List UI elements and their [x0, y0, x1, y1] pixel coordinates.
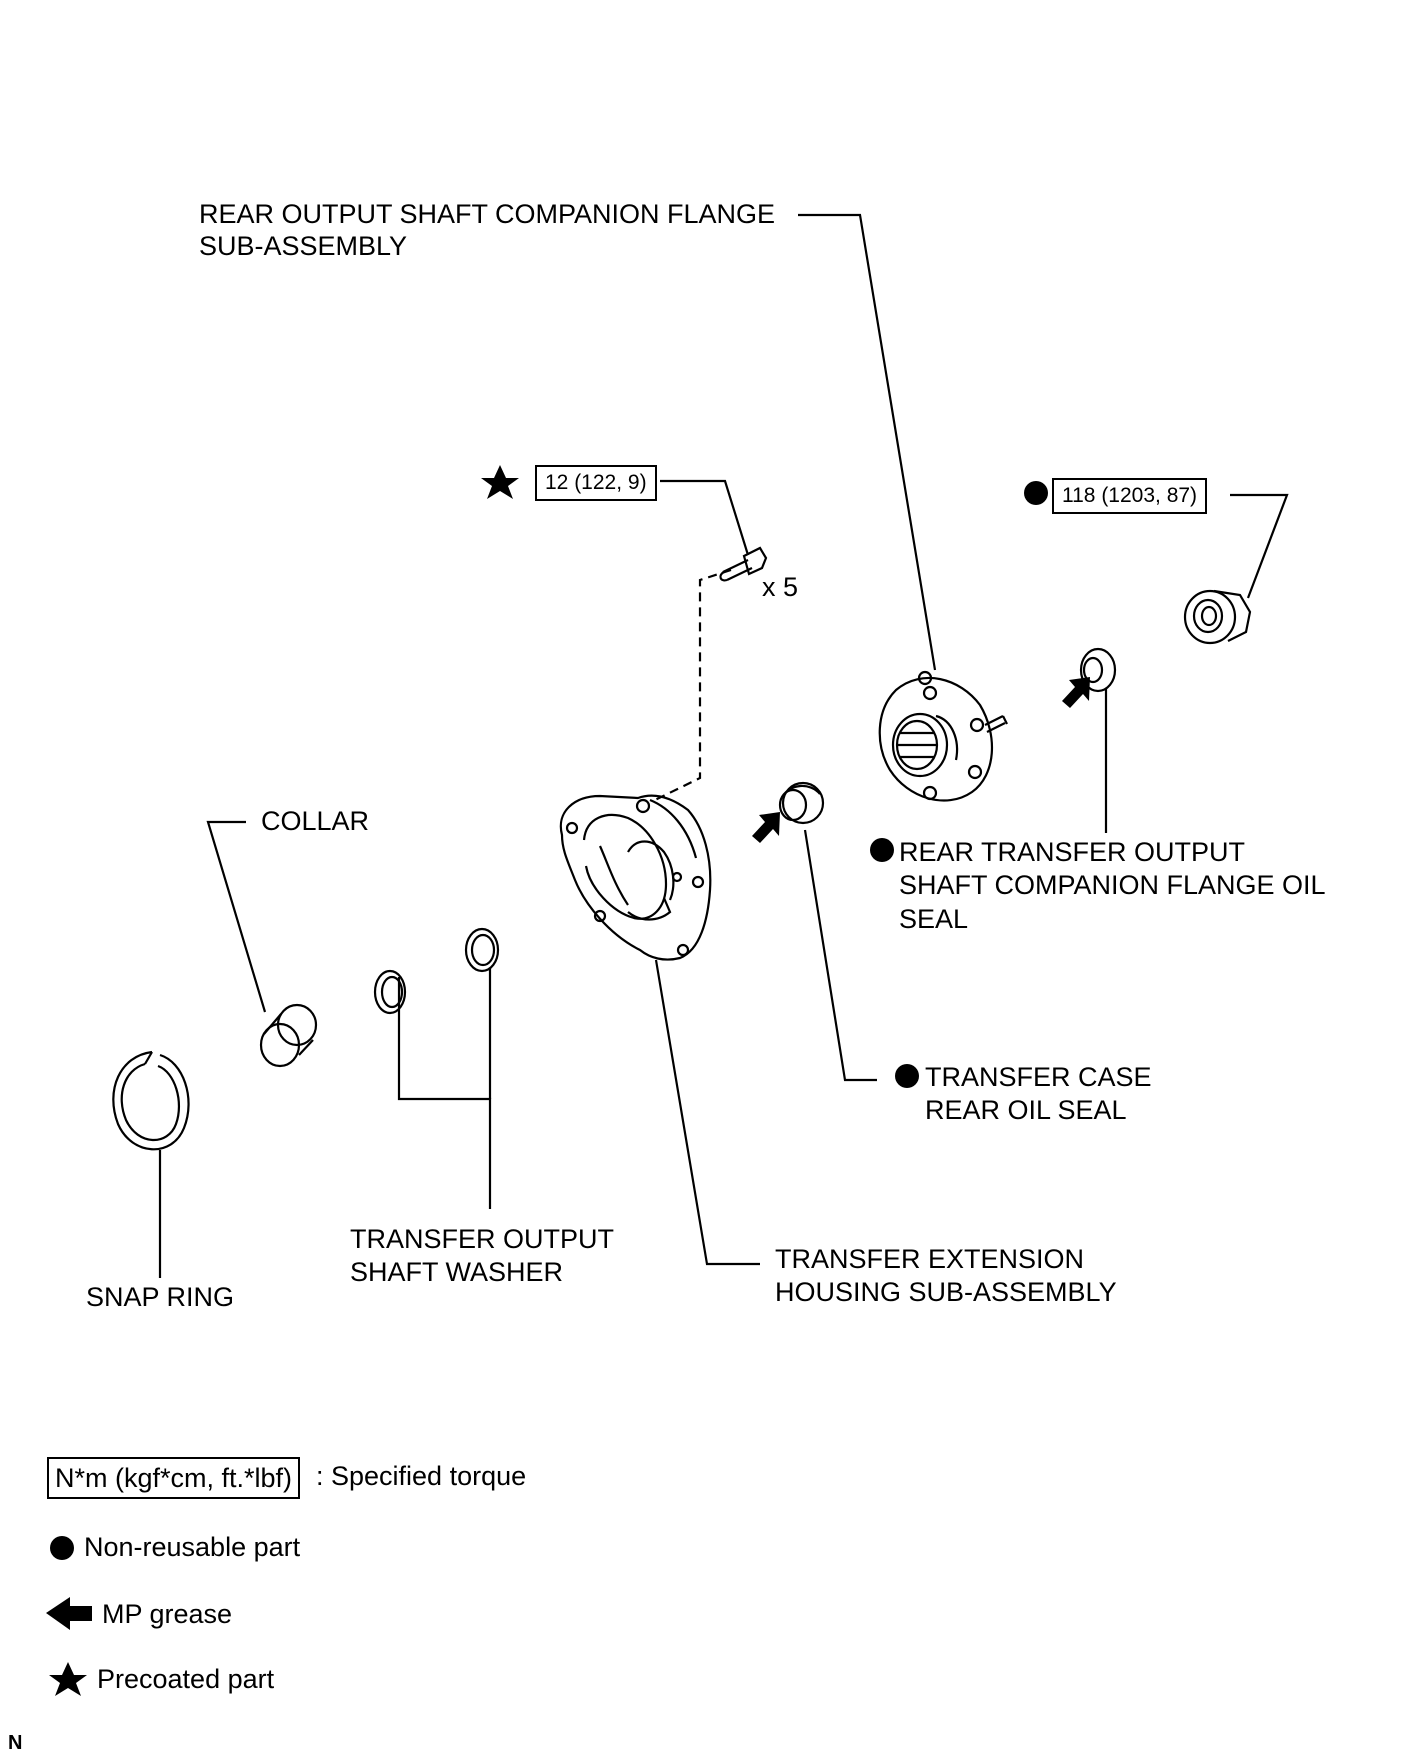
bolt-hole-dashed-line [654, 568, 732, 801]
corner-mark: N [8, 1732, 23, 1754]
extension-housing-part [559, 794, 712, 961]
nut-torque-value: 118 (1203, 87) [1052, 478, 1208, 514]
housing-label-line2: HOUSING SUB-ASSEMBLY [775, 1277, 1117, 1307]
non-reusable-dot-icon [895, 1064, 919, 1088]
leader-nut-torque [1230, 493, 1289, 599]
legend-torque-box: N*m (kgf*cm, ft.*lbf) [47, 1457, 301, 1499]
leader-housing [654, 959, 760, 1266]
leader-lines [158, 213, 1289, 1278]
bolt-part [719, 546, 768, 582]
collar-label: COLLAR [261, 806, 370, 836]
non-reusable-dot-icon [870, 838, 894, 862]
snap-ring-label: SNAP RING [86, 1282, 235, 1312]
non-reusable-dot-icon [1024, 481, 1048, 505]
legend-non-reusable: Non-reusable part [84, 1532, 301, 1562]
washer-label-line2: SHAFT WASHER [350, 1257, 564, 1287]
bolt-torque-value: 12 (122, 9) [535, 465, 657, 501]
leader-flange [798, 213, 937, 671]
grease-arrow-icon [46, 1597, 92, 1630]
flange-oil-seal-label-line3: SEAL [899, 904, 969, 934]
snap-ring-part [112, 1050, 190, 1151]
grease-arrow-flange-seal [1062, 677, 1090, 708]
non-reusable-dot-icon [50, 1536, 74, 1560]
washer-large-part [464, 927, 500, 973]
flange-label-line2: SUB-ASSEMBLY [199, 231, 408, 261]
star-icon [49, 1662, 87, 1696]
washer-small-part [373, 969, 407, 1015]
flange-oil-seal-label-line1: REAR TRANSFER OUTPUT [899, 837, 1246, 867]
nut-part [1183, 589, 1252, 645]
leader-collar [206, 820, 267, 1013]
legend-torque-desc: : Specified torque [316, 1461, 527, 1491]
legend-precoated: Precoated part [97, 1664, 275, 1694]
flange-oil-seal-part [1079, 647, 1117, 693]
companion-flange-part [878, 670, 1008, 802]
grease-arrow-case-seal [752, 812, 780, 843]
leader-washer [397, 977, 492, 1209]
case-seal-label-line2: REAR OIL SEAL [925, 1095, 1127, 1125]
washer-label-line1: TRANSFER OUTPUT [350, 1224, 615, 1254]
case-rear-oil-seal-part [778, 781, 825, 825]
housing-label-line1: TRANSFER EXTENSION [775, 1244, 1085, 1274]
collar-part [259, 1003, 318, 1068]
legend-mp-grease: MP grease [102, 1599, 233, 1629]
leader-bolt-torque [660, 479, 750, 556]
flange-oil-seal-label-line2: SHAFT COMPANION FLANGE OIL [899, 870, 1326, 900]
leader-case-seal [803, 829, 877, 1082]
case-seal-label-line1: TRANSFER CASE [925, 1062, 1152, 1092]
star-icon [481, 465, 519, 499]
flange-label-line1: REAR OUTPUT SHAFT COMPANION FLANGE [199, 199, 776, 229]
bolt-count: x 5 [762, 572, 799, 602]
